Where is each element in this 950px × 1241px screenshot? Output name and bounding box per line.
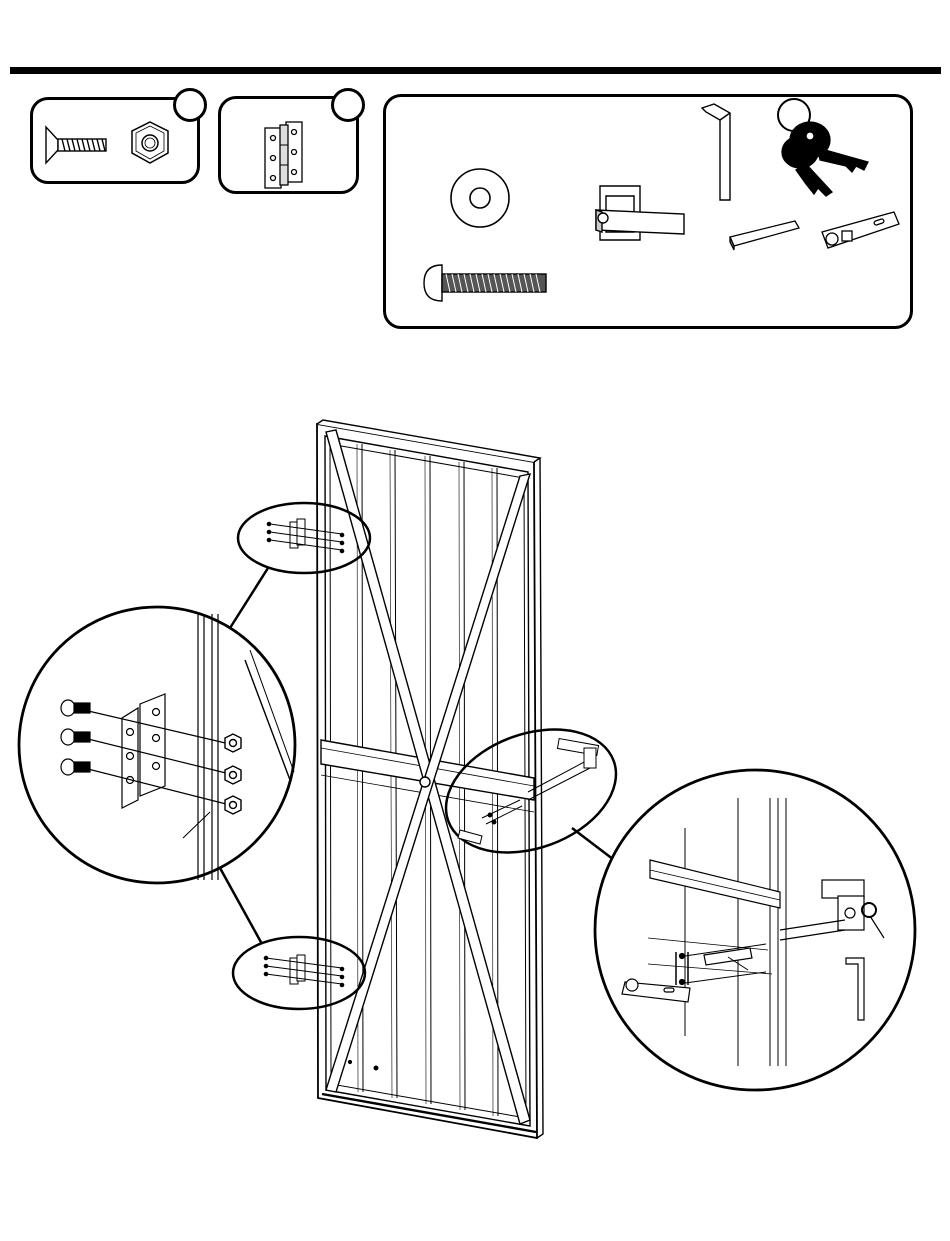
leader-line	[220, 868, 262, 944]
square-spindle-icon	[730, 221, 799, 250]
keys-icon	[778, 99, 868, 196]
flat-head-screw-icon	[46, 127, 106, 163]
hex-nut-icon	[132, 122, 168, 163]
hinge-icon	[265, 122, 302, 188]
round-head-bolt-icon	[424, 265, 546, 301]
hinge-detail-callout	[19, 607, 295, 883]
washer-icon	[451, 169, 509, 227]
allen-key-icon	[702, 104, 730, 200]
leader-line	[230, 568, 268, 628]
door-panel-icon	[317, 420, 543, 1138]
lock-latch-icon	[822, 212, 899, 248]
door-handle-icon	[596, 186, 684, 240]
handle-detail-callout	[595, 770, 915, 1090]
